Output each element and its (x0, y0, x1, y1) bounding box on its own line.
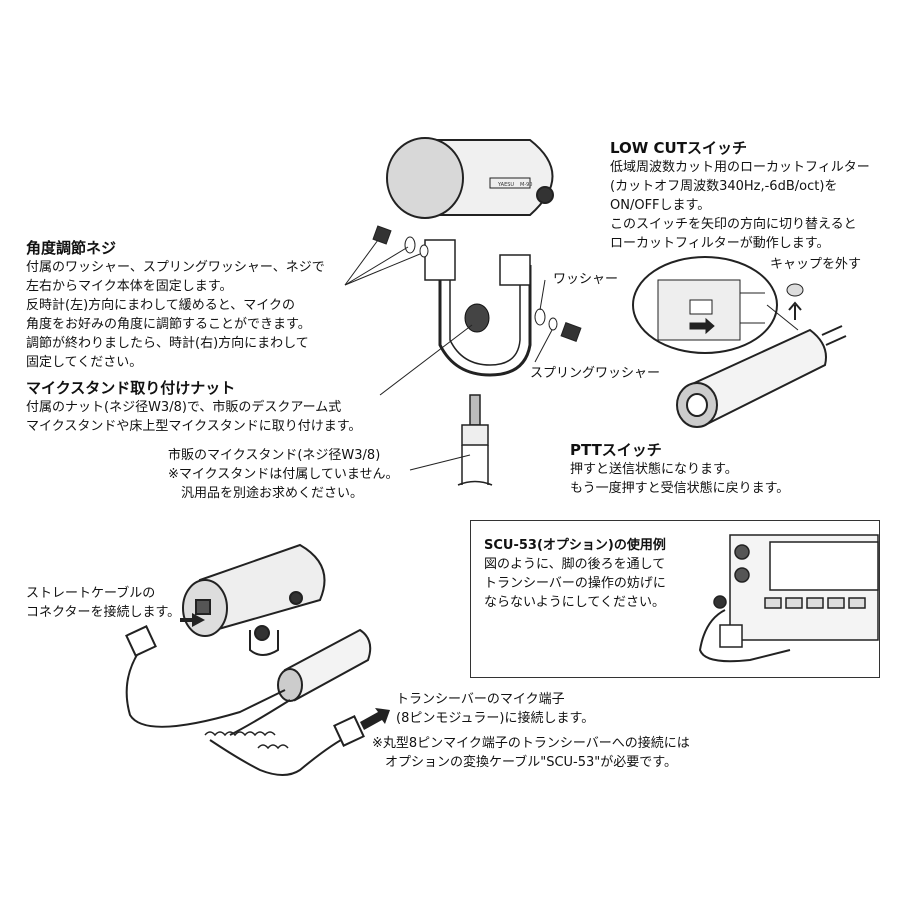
scu53-section: SCU-53(オプション)の使用例 図のように、脚の後ろを通して トランシーバー… (484, 536, 666, 612)
angle-screw-right (534, 308, 582, 342)
commercial-stand-line: 汎用品を別途お求めください。 (181, 486, 364, 501)
ptt-section: PTTスイッチ 押すと送信状態になります。 もう一度押すと受信状態に戻ります。 (570, 440, 789, 498)
angle-screw-line: 固定してください。 (26, 355, 143, 370)
scu53-line: トランシーバーの操作の妨げに (484, 576, 666, 591)
spring-washer-label: スプリングワッシャー (530, 366, 661, 381)
low-cut-line: このスイッチを矢印の方向に切り替えると (610, 217, 857, 232)
ptt-line: もう一度押すと受信状態に戻ります。 (570, 481, 790, 496)
angle-screw-line: 反時計(左)方向にまわして緩めると、マイクの (26, 298, 295, 313)
low-cut-closeup (632, 256, 778, 354)
low-cut-title: LOW CUTスイッチ (610, 139, 747, 157)
scu53-line: 図のように、脚の後ろを通して (484, 557, 666, 572)
low-cut-line: 低域周波数カット用のローカットフィルター (610, 160, 870, 175)
stand-nut (464, 303, 490, 333)
ptt-switch-bottom (277, 628, 372, 702)
commercial-stand-note: 市販のマイクスタンド(ネジ径W3/8) ※マイクスタンドは付属していません。 汎… (168, 446, 398, 503)
straight-cable-line: ストレートケーブルの (26, 586, 156, 601)
angle-screw-title: 角度調節ネジ (26, 239, 117, 257)
low-cut-section: LOW CUTスイッチ 低域周波数カット用のローカットフィルター (カットオフ周… (610, 138, 870, 253)
angle-screw-line: 調節が終わりましたら、時計(右)方向にまわして (26, 336, 309, 351)
straight-cable-note: ストレートケーブルの コネクターを接続します。 (26, 584, 180, 622)
scu53-illustration (698, 534, 879, 663)
stand-nut-line: マイクスタンドや床上型マイクスタンドに取り付けます。 (26, 419, 362, 434)
requirement-line: オプションの変換ケーブル"SCU-53"が必要です。 (385, 755, 677, 770)
scu53-usage-box (470, 520, 880, 678)
connect-arrows (165, 613, 390, 730)
ptt-title: PTTスイッチ (570, 441, 662, 459)
microphone-body-top (386, 137, 554, 219)
transceiver-line: トランシーバーのマイク端子 (396, 692, 565, 707)
commercial-stand-line: 市販のマイクスタンド(ネジ径W3/8) (168, 448, 381, 463)
stand-nut-line: 付属のナット(ネジ径W3/8)で、市販のデスクアーム式 (26, 400, 342, 415)
straight-cable-line: コネクターを接続します。 (26, 605, 181, 620)
scu53-title: SCU-53(オプション)の使用例 (484, 538, 666, 553)
angle-screw-section: 角度調節ネジ 付属のワッシャー、スプリングワッシャー、ネジで 左右からマイク本体… (26, 238, 325, 372)
stand-nut-title: マイクスタンド取り付けナット (26, 379, 236, 397)
angle-screw-line: 左右からマイク本体を固定します。 (26, 279, 233, 294)
mic-brand-label: YAESU (497, 182, 514, 188)
leader-lines (344, 239, 553, 471)
low-cut-line: ローカットフィルターが動作します。 (610, 236, 830, 251)
scu53-requirement-note: ※丸型8ピンマイク端子のトランシーバーへの接続には オプションの変換ケーブル"S… (372, 734, 690, 772)
commercial-stand-tube (457, 394, 493, 486)
angle-screw-line: 角度をお好みの角度に調節することができます。 (26, 317, 311, 332)
low-cut-line: ON/OFFします。 (610, 198, 711, 213)
low-cut-line: (カットオフ周波数340Hz,-6dB/oct)を (610, 179, 838, 194)
ptt-switch-body (676, 325, 847, 428)
microphone-body-bottom (182, 543, 326, 656)
commercial-stand-line: ※マイクスタンドは付属していません。 (168, 467, 399, 482)
washer-label: ワッシャー (553, 272, 619, 287)
ptt-line: 押すと送信状態になります。 (570, 462, 738, 477)
scu53-line: ならないようにしてください。 (484, 595, 665, 610)
remove-cap-label: キャップを外す (770, 257, 862, 272)
cap-icon (786, 283, 804, 320)
transceiver-line: (8ピンモジュラー)に接続します。 (396, 711, 595, 726)
angle-screw-left (372, 225, 429, 258)
coiled-cable (204, 731, 289, 750)
transceiver-note: トランシーバーのマイク端子 (8ピンモジュラー)に接続します。 (396, 690, 594, 728)
stand-nut-section: マイクスタンド取り付けナット 付属のナット(ネジ径W3/8)で、市販のデスクアー… (26, 378, 361, 436)
requirement-line: ※丸型8ピンマイク端子のトランシーバーへの接続には (372, 736, 690, 751)
u-bracket (438, 245, 532, 377)
mic-model-label: M-90 (520, 182, 532, 188)
angle-screw-line: 付属のワッシャー、スプリングワッシャー、ネジで (26, 260, 325, 275)
